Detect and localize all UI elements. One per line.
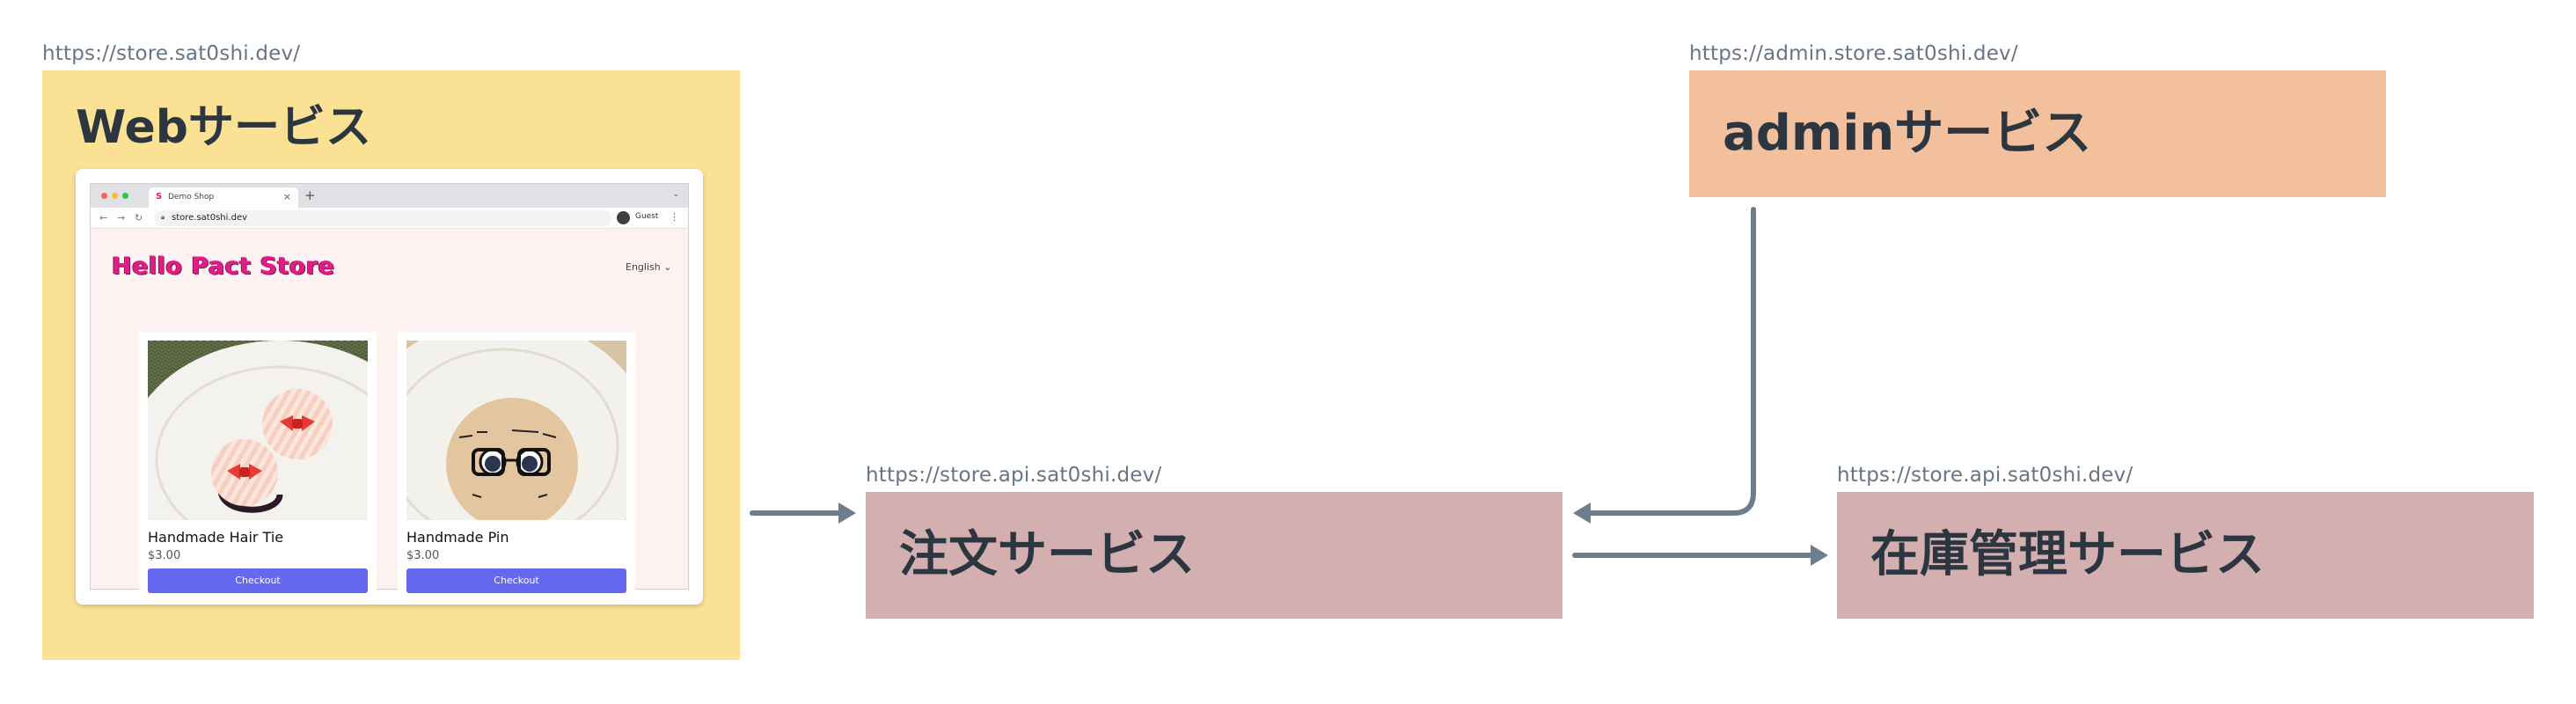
pin-photo [406,341,626,520]
web-service-box: Webサービス S Demo Shop × + ⌄ ← → ↻ 🔒︎ [42,70,740,660]
inventory-service-box: 在庫管理サービス [1837,492,2534,619]
browser-tab-title: Demo Shop [168,193,215,202]
product-card-hair-tie: Handmade Hair Tie $3.00 Checkout [139,332,377,598]
arrowhead-order-to-inventory [1811,545,1828,566]
checkout-button: Checkout [148,568,368,593]
store-title: Hello Pact Store [112,253,335,280]
omnibox-url: store.sat0shi.dev [172,213,248,223]
minimize-window-dot [112,193,118,199]
browser-window: S Demo Shop × + ⌄ ← → ↻ 🔒︎ store.sat0shi… [90,183,689,598]
product-name: Handmade Hair Tie [148,529,284,546]
tab-close-icon: × [282,191,291,202]
inventory-service-title: 在庫管理サービス [1870,526,2265,583]
lock-icon: 🔒︎ [161,213,165,221]
product-card-pin: Handmade Pin $3.00 Checkout [398,332,635,598]
profile-avatar-icon [617,211,630,224]
order-url-label: https://store.api.sat0shi.dev/ [866,464,1162,487]
browser-tab-bar: S Demo Shop × + ⌄ [91,184,688,208]
forward-arrow-icon: → [117,212,126,224]
web-url-label: https://store.sat0shi.dev/ [42,42,301,65]
close-window-dot [101,193,107,199]
browser-screenshot: S Demo Shop × + ⌄ ← → ↻ 🔒︎ store.sat0shi… [76,169,703,605]
arrowhead-web-to-order [838,502,856,524]
browser-address-bar: ← → ↻ 🔒︎ store.sat0shi.dev Guest ⋮ [91,208,688,229]
back-arrow-icon: ← [99,212,108,224]
tab-menu-chevron-icon: ⌄ [672,190,679,199]
omnibox: 🔒︎ store.sat0shi.dev [154,210,611,226]
order-service-box: 注文サービス [866,492,1562,619]
stock-url-label: https://store.api.sat0shi.dev/ [1837,464,2133,487]
arrowhead-admin-to-order [1573,502,1591,524]
profile-label: Guest [635,212,659,221]
maximize-window-dot [122,193,128,199]
web-service-title: Webサービス [76,101,371,154]
checkout-button: Checkout [406,568,626,593]
browser-tab: S Demo Shop × [149,187,298,208]
product-name: Handmade Pin [406,529,509,546]
order-service-title: 注文サービス [899,526,1195,583]
admin-service-title: adminサービス [1723,105,2092,162]
language-label: English [626,261,661,273]
reload-icon: ↻ [135,212,143,224]
admin-url-label: https://admin.store.sat0shi.dev/ [1689,42,2018,65]
hair-tie-photo [148,341,368,520]
product-price: $3.00 [406,549,440,562]
arrow-admin-to-order [1588,207,1756,516]
language-selector: English ⌄ [626,261,671,273]
chevron-down-icon: ⌄ [663,261,672,273]
product-price: $3.00 [148,549,181,562]
new-tab-icon: + [304,187,316,203]
kebab-menu-icon: ⋮ [670,211,679,223]
admin-service-box: adminサービス [1689,70,2386,197]
favicon-icon: S [156,192,163,202]
